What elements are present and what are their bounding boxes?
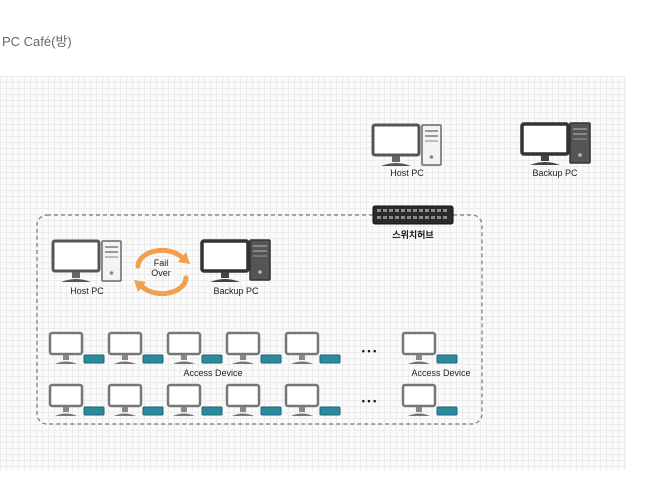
top-backup-label: Backup PC [532,168,578,178]
access-device-icon [166,383,224,418]
access-device-icon [225,383,283,418]
switch-label: 스위치허브 [392,229,434,240]
failover-line1: Fail [154,258,169,268]
inner-backup-pc: Backup PC [200,239,271,296]
access-device-icon [48,383,106,418]
ellipsis-row-2: • • • [362,396,376,406]
lan-group-border [36,214,483,425]
pc-tower-icon [421,124,442,166]
access-device-icon [107,331,165,366]
access-label-left: Access Device [183,368,242,378]
pc-tower-icon [249,239,271,281]
top-host-pc: Host PC [371,123,442,178]
access-device-icon [48,331,106,366]
monitor-icon [51,239,101,284]
access-device-icon [401,383,459,418]
monitor-icon [520,122,570,167]
failover-arrows-icon: Fail Over [134,247,190,297]
inner-host-pc: Host PC [51,239,122,296]
ellipsis-row-1: • • • [362,346,376,356]
failover-line2: Over [151,268,171,278]
switch-hub-icon [372,205,454,225]
top-host-label: Host PC [390,168,424,178]
access-device-icon [284,383,342,418]
access-label-right: Access Device [411,368,470,378]
switch-hub: 스위치허브 [372,205,454,240]
monitor-icon [200,239,250,284]
inner-backup-label: Backup PC [213,286,259,296]
pc-tower-icon [101,240,122,282]
diagram-canvas: Host PC Backup PC [36,122,591,425]
page-title: PC Café(방) [2,34,72,49]
access-device-icon [401,331,459,366]
network-diagram: Host PC Backup PC [0,76,626,470]
access-device-icon [225,331,283,366]
access-device-row-1: • • • [48,331,459,366]
inner-host-label: Host PC [70,286,104,296]
access-device-row-2: • • • [48,383,459,418]
top-backup-pc: Backup PC [520,122,591,178]
access-device-icon [166,331,224,366]
pc-tower-icon [569,122,591,164]
access-device-icon [107,383,165,418]
monitor-icon [371,123,421,168]
access-device-icon [284,331,342,366]
